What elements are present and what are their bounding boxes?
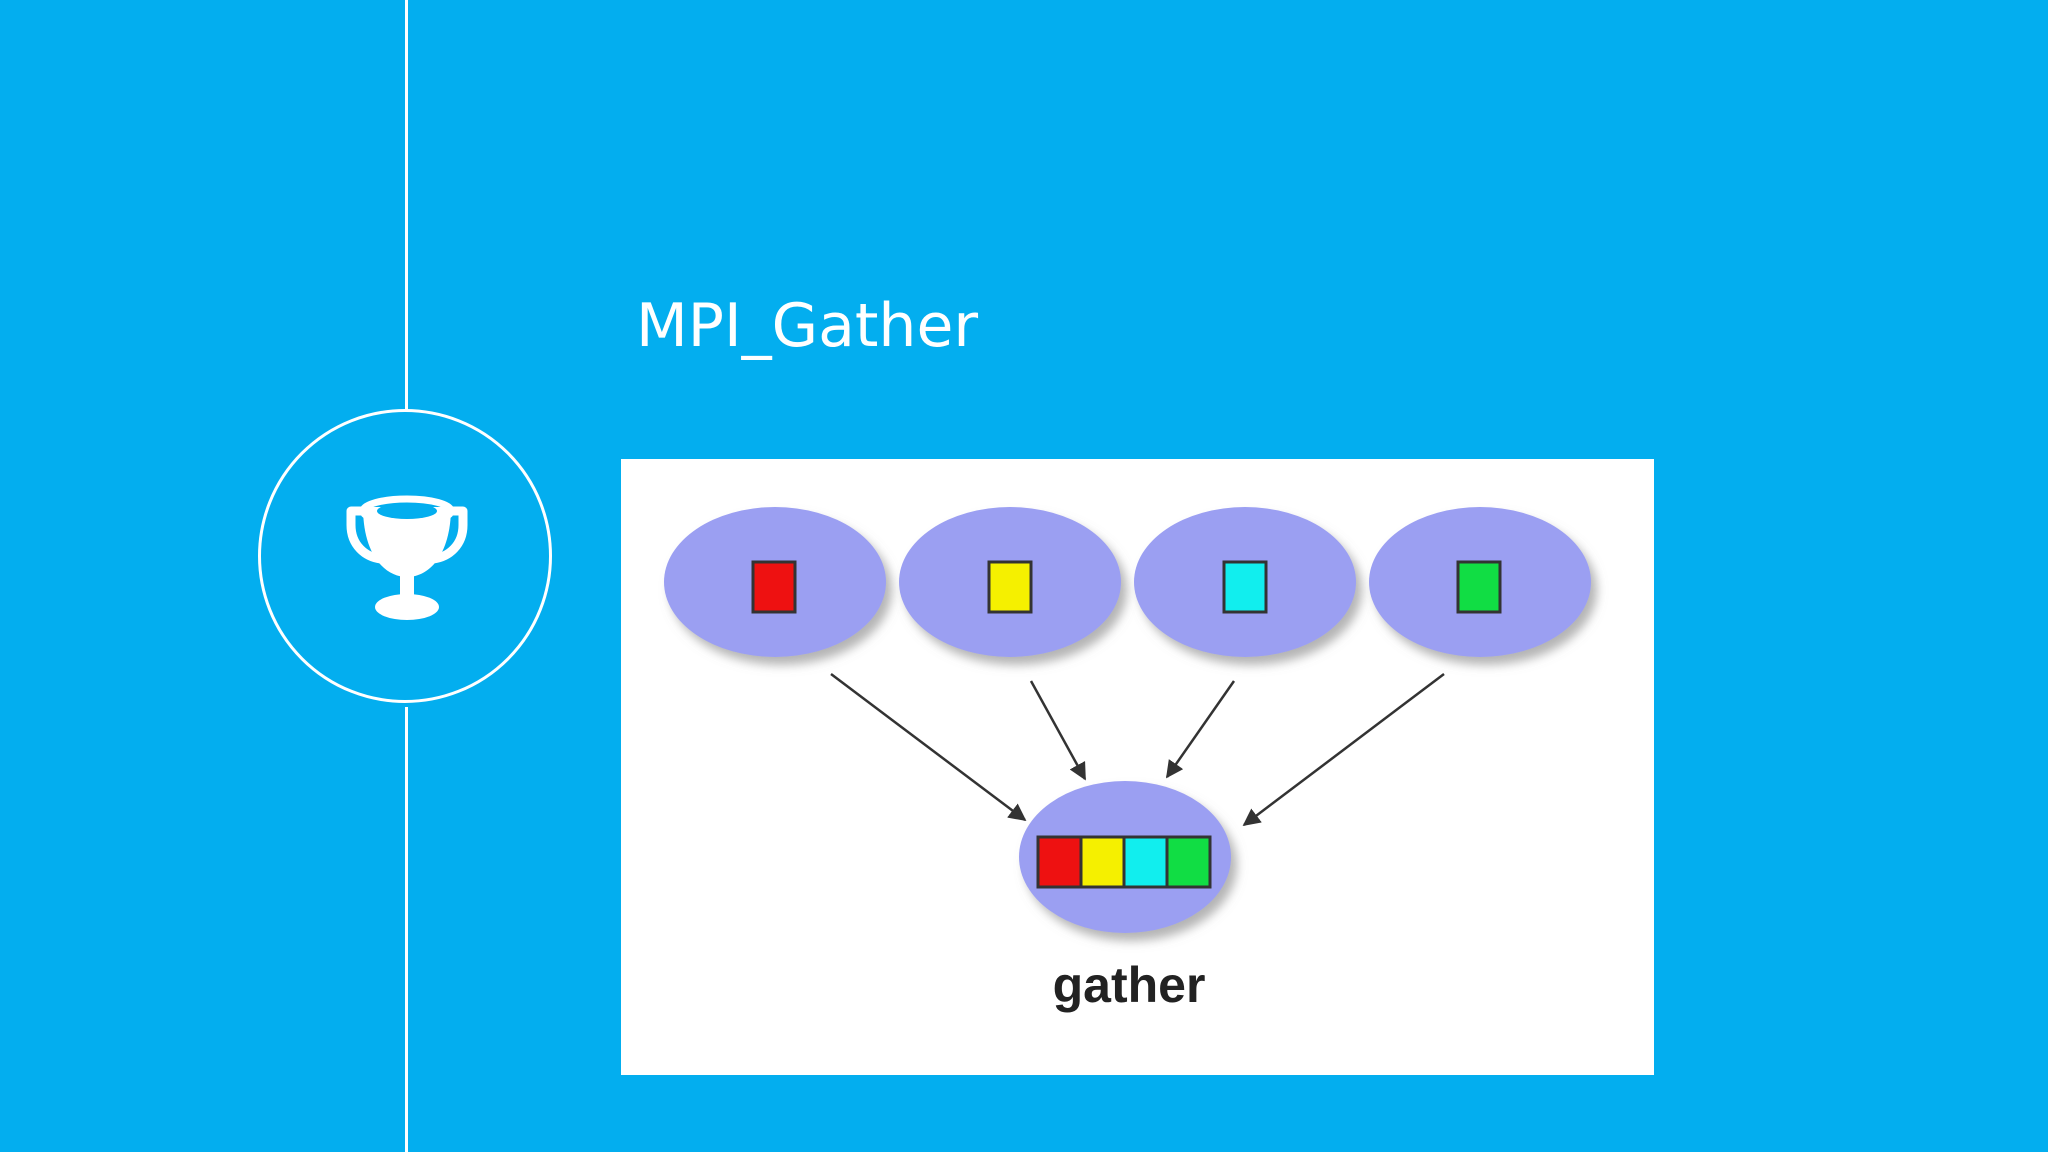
source-node-3 (1134, 507, 1356, 657)
source-data-block-4 (1456, 560, 1502, 614)
gather-arrow-3 (1165, 680, 1236, 779)
timeline-rail-bottom (405, 707, 408, 1152)
gather-diagram: gather (664, 507, 1591, 1013)
gather-label: gather (1053, 957, 1206, 1013)
gathered-data-block-4 (1165, 835, 1212, 889)
source-data-block-2 (987, 560, 1033, 614)
gather-arrow-4 (1242, 673, 1445, 827)
gathered-data-block-1 (1036, 835, 1083, 889)
trophy-icon (346, 495, 468, 620)
source-data-block-1 (751, 560, 797, 614)
source-node-1 (664, 507, 886, 657)
source-data-block-3 (1222, 560, 1268, 614)
gathered-data-block-3 (1122, 835, 1169, 889)
gather-arrow-1 (830, 673, 1027, 822)
gathered-data-block-2 (1079, 835, 1126, 889)
source-node-4 (1369, 507, 1591, 657)
gather-arrow-2 (1029, 680, 1087, 781)
timeline-rail-top (405, 0, 408, 410)
diagram-panel: gather (621, 459, 1654, 1075)
slide-title: MPI_Gather (636, 291, 979, 361)
source-node-2 (899, 507, 1121, 657)
section-icon-circle (258, 409, 552, 703)
root-node (1019, 781, 1231, 933)
